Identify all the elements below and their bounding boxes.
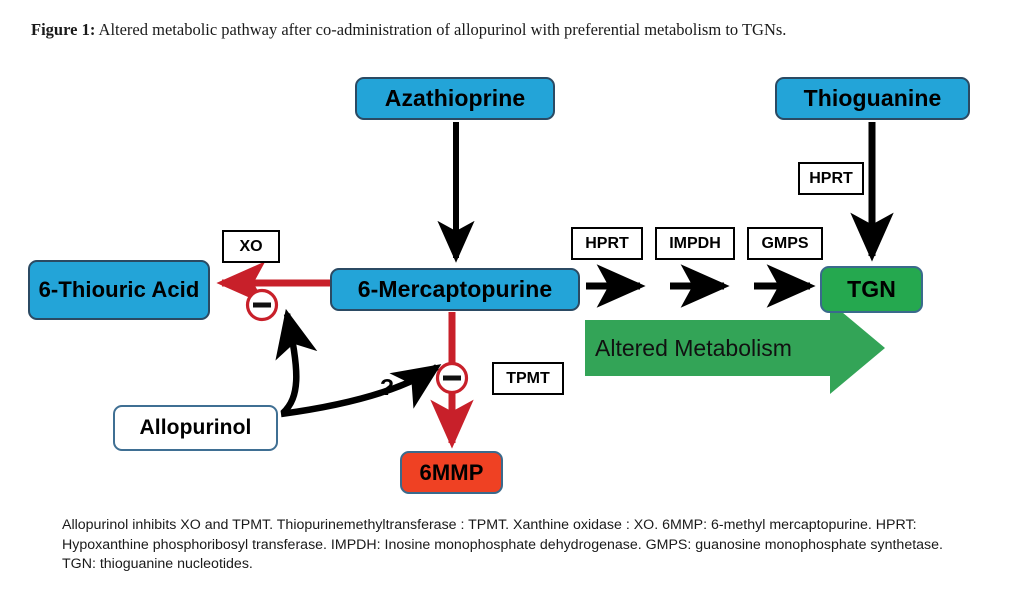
enzyme-label-hprt-thioguanine: HPRT — [798, 162, 864, 195]
inhibition-symbol-tpmt — [435, 361, 469, 395]
node-allopurinol[interactable]: Allopurinol — [113, 405, 278, 451]
altered-metabolism-label: Altered Metabolism — [595, 334, 792, 361]
enzyme-label-hprt-chain: HPRT — [571, 227, 643, 260]
node-azathioprine[interactable]: Azathioprine — [355, 77, 555, 120]
altered-metabolism-block-arrow — [585, 302, 885, 394]
node-thiouric-acid[interactable]: 6-Thiouric Acid — [28, 260, 210, 320]
diagram-connectors-svg — [216, 122, 894, 449]
pathway-diagram: Azathioprine Thioguanine 6-Mercaptopurin… — [0, 62, 1019, 502]
enzyme-label-gmps: GMPS — [747, 227, 823, 260]
node-thioguanine[interactable]: Thioguanine — [775, 77, 970, 120]
figure-footnote: Allopurinol inhibits XO and TPMT. Thiopu… — [62, 517, 943, 572]
figure-caption-label: Figure 1: — [31, 20, 96, 39]
question-mark-annotation: ? — [380, 374, 395, 400]
enzyme-label-impdh: IMPDH — [655, 227, 735, 260]
node-mmp[interactable]: 6MMP — [400, 451, 503, 494]
inhibition-symbol-xo — [245, 288, 279, 322]
enzyme-label-tpmt: TPMT — [492, 362, 564, 395]
figure-caption: Figure 1: Altered metabolic pathway afte… — [31, 18, 983, 41]
arrow-allopurinol-to-xo-inhibition — [275, 308, 318, 416]
node-mercaptopurine[interactable]: 6-Mercaptopurine — [330, 268, 580, 311]
figure-caption-text: Altered metabolic pathway after co-admin… — [95, 20, 787, 39]
enzyme-label-xo: XO — [222, 230, 280, 263]
node-tgn[interactable]: TGN — [820, 266, 923, 313]
arrow-allopurinol-to-tpmt-inhibition — [280, 364, 442, 418]
